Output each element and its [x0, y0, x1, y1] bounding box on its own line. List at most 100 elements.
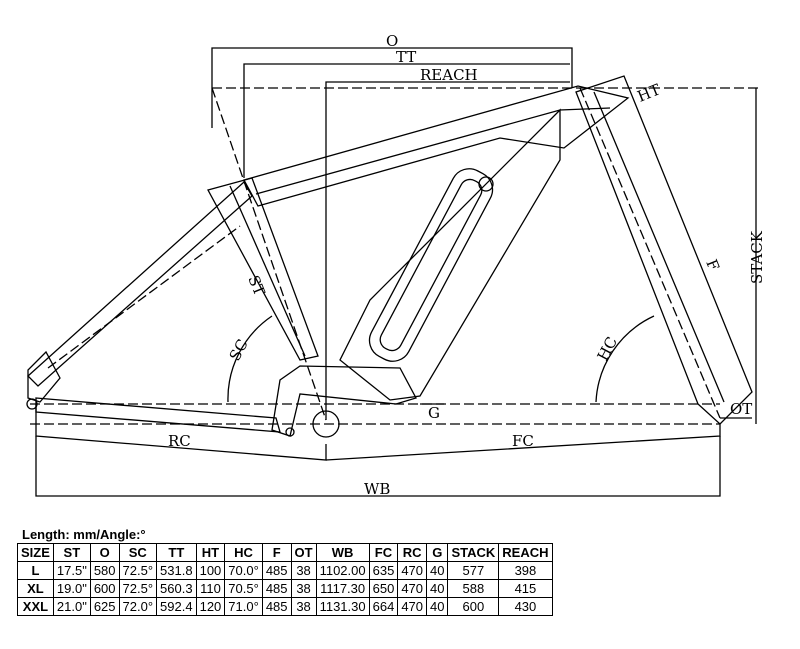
table-cell: 38 — [290, 597, 317, 616]
table-cell: 625 — [89, 597, 120, 616]
wb-label: WB — [364, 480, 390, 498]
col-header-rc: RC — [397, 543, 428, 562]
ot-label: OT — [730, 400, 752, 418]
table-cell: 40 — [426, 597, 449, 616]
f-label: F — [702, 257, 723, 273]
ht-label: HT — [635, 80, 663, 105]
tt-dimension-lines — [243, 63, 570, 178]
table-cell: 1131.30 — [315, 597, 370, 616]
table-cell: 40 — [426, 561, 449, 580]
frame-geometry-diagram: O TT REACH HT STACK F ST SC HC G OT RC F… — [26, 32, 766, 498]
table-cell: 21.0" — [52, 597, 91, 616]
seat-stay-lower — [27, 350, 61, 403]
table-cell: 38 — [290, 579, 317, 598]
col-header-tt: TT — [156, 543, 197, 562]
col-header-stack: STACK — [447, 543, 500, 562]
table-cell: XL — [17, 579, 54, 598]
fc-label: FC — [512, 432, 534, 450]
stack-label: STACK — [748, 230, 766, 284]
table-cell: 40 — [426, 579, 449, 598]
rc-dimension-lines — [35, 404, 327, 461]
table-cell: 70.0° — [224, 561, 263, 580]
chainstay-bolt — [285, 427, 295, 437]
table-cell: 100 — [195, 561, 226, 580]
battery-lock — [478, 176, 494, 192]
battery-inner — [379, 178, 483, 352]
seat-tube — [207, 177, 319, 361]
head-angle-arc — [595, 315, 655, 403]
table-cell: 398 — [498, 561, 553, 580]
table-cell: 485 — [261, 561, 292, 580]
chain-stay — [35, 397, 281, 433]
table-cell: 110 — [195, 579, 226, 598]
down-tube — [339, 108, 561, 401]
table-cell: 72.5° — [118, 579, 158, 598]
table-cell: 664 — [368, 597, 399, 616]
table-cell: 485 — [261, 597, 292, 616]
table-cell: 592.4 — [156, 597, 197, 616]
col-header-f: F — [261, 543, 292, 562]
col-header-st: ST — [52, 543, 91, 562]
table-row: L 17.5" 580 72.5° 531.8 100 70.0° 485 38… — [17, 561, 553, 580]
o-label: O — [386, 32, 398, 50]
battery — [368, 168, 494, 362]
table-cell: 600 — [89, 579, 120, 598]
table-cell: 17.5" — [52, 561, 91, 580]
col-header-g: G — [426, 543, 449, 562]
rc-label: RC — [168, 432, 191, 450]
head-tube-inner — [593, 91, 725, 403]
o-dimension-lines — [211, 47, 573, 128]
table-cell: 1102.00 — [315, 561, 370, 580]
table-cell: 70.5° — [224, 579, 263, 598]
seat-tube-inner — [229, 185, 306, 357]
table-cell: 600 — [447, 597, 500, 616]
dashed-diagonal-front — [579, 87, 721, 419]
sc-label: SC — [226, 336, 252, 364]
table-cell: 71.0° — [224, 597, 263, 616]
g-label: G — [428, 404, 440, 422]
hc-label: HC — [594, 334, 621, 364]
table-cell: 531.8 — [156, 561, 197, 580]
table-header-row: SIZE ST O SC TT HT HC F OT WB FC RC G ST… — [17, 543, 553, 562]
table-cell: 415 — [498, 579, 553, 598]
table-cell: 19.0" — [52, 579, 91, 598]
col-header-ot: OT — [290, 543, 317, 562]
table-cell: 588 — [447, 579, 500, 598]
reach-dimension-lines — [325, 81, 570, 420]
top-tube — [243, 85, 630, 207]
motor-mount — [271, 365, 417, 437]
table-cell: 430 — [498, 597, 553, 616]
col-header-reach: REACH — [498, 543, 553, 562]
table-cell: 72.5° — [118, 561, 158, 580]
table-cell: 577 — [447, 561, 500, 580]
col-header-hc: HC — [224, 543, 263, 562]
geometry-table: SIZE ST O SC TT HT HC F OT WB FC RC G ST… — [17, 543, 553, 616]
col-header-wb: WB — [315, 543, 370, 562]
seat-stay — [27, 180, 253, 387]
table-cell: 470 — [397, 561, 428, 580]
col-header-o: O — [89, 543, 120, 562]
table-cell: 72.0° — [118, 597, 158, 616]
table-cell: 470 — [397, 579, 428, 598]
table-cell: 470 — [397, 597, 428, 616]
head-tube — [575, 75, 753, 425]
table-row: XL 19.0" 600 72.5° 560.3 110 70.5° 485 3… — [17, 579, 553, 598]
col-header-ht: HT — [195, 543, 226, 562]
table-row: XXL 21.0" 625 72.0° 592.4 120 71.0° 485 … — [17, 597, 553, 616]
table-cell: 635 — [368, 561, 399, 580]
table-cell: 560.3 — [156, 579, 197, 598]
seat-angle-arc — [227, 315, 273, 403]
table-cell: 485 — [261, 579, 292, 598]
col-header-size: SIZE — [17, 543, 54, 562]
wb-dimension-lines — [35, 436, 721, 497]
col-header-fc: FC — [368, 543, 399, 562]
table-cell: 120 — [195, 597, 226, 616]
reach-label: REACH — [420, 66, 478, 84]
dashed-diagonal-rear — [211, 87, 327, 421]
table-cell: 580 — [89, 561, 120, 580]
top-tube-inner — [255, 107, 611, 195]
table-cell: XXL — [17, 597, 54, 616]
table-cell: 650 — [368, 579, 399, 598]
table-cell: 1117.30 — [315, 579, 370, 598]
tt-label: TT — [396, 48, 416, 66]
